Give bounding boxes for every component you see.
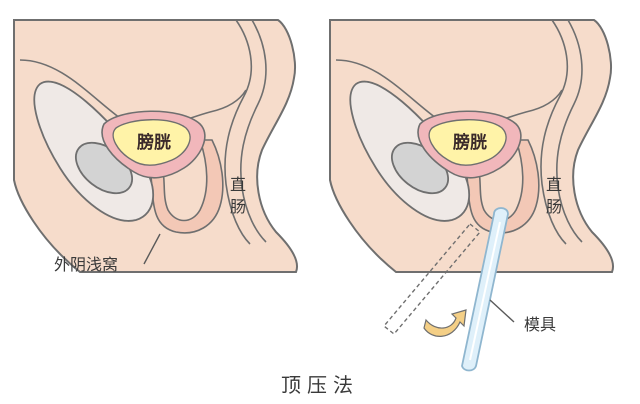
right-panel: 膀胱 直 肠 模具 bbox=[329, 19, 614, 372]
left-rectum-label-bottom: 肠 bbox=[230, 197, 246, 216]
mold-start-position-outline bbox=[383, 223, 481, 335]
right-bladder-label: 膀胱 bbox=[453, 132, 487, 153]
right-rectum-wall bbox=[555, 19, 583, 243]
left-bladder-label: 膀胱 bbox=[137, 132, 171, 153]
left-inner-tissue bbox=[149, 139, 224, 234]
left-vestibule-leader bbox=[143, 233, 161, 265]
mold-leader bbox=[489, 299, 515, 323]
diagram-caption: 顶压法 bbox=[281, 373, 359, 397]
right-bladder bbox=[428, 119, 507, 166]
mold-highlight bbox=[469, 221, 501, 361]
mold-label: 模具 bbox=[524, 315, 556, 334]
right-rectum-label-top: 直 bbox=[546, 175, 562, 194]
left-bladder bbox=[112, 119, 191, 166]
left-panel: 膀胱 直 肠 外阴浅窝 bbox=[13, 19, 298, 274]
rotate-arrow-icon bbox=[423, 309, 467, 337]
left-rectum-label-top: 直 bbox=[230, 175, 246, 194]
left-rectum-channel bbox=[224, 19, 253, 245]
left-vestibule-label: 外阴浅窝 bbox=[54, 255, 118, 274]
left-rectum-wall bbox=[239, 19, 267, 243]
right-rectum-label-bottom: 肠 bbox=[546, 197, 562, 216]
right-rectum-channel bbox=[540, 19, 569, 245]
